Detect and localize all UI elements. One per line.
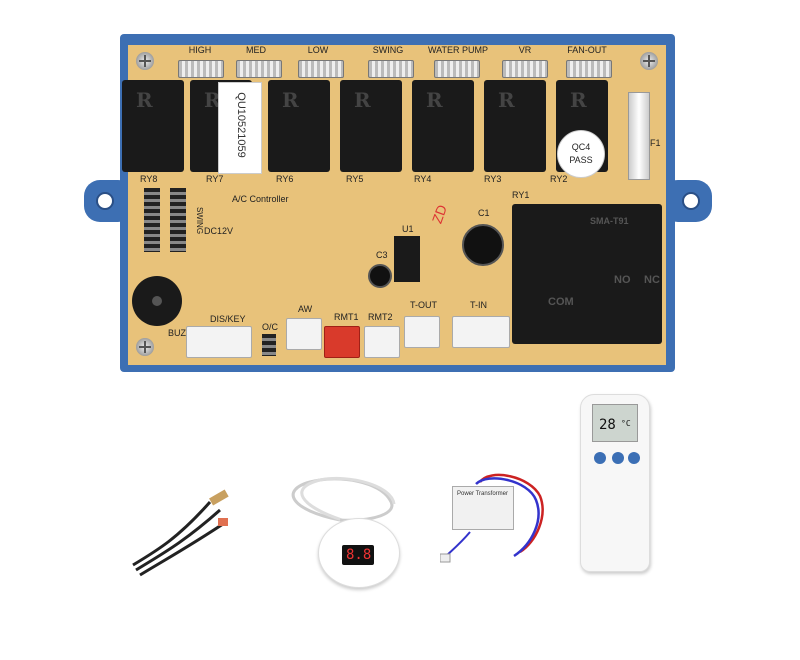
- relay-label: RY8: [140, 174, 158, 184]
- connector-label-t-in: T-IN: [470, 300, 487, 310]
- pin-header: [144, 188, 160, 252]
- terminal-label-low: LOW: [307, 45, 329, 55]
- u1-label: U1: [402, 224, 414, 234]
- spade-terminal: [434, 60, 480, 78]
- dc12v-label: DC12V: [204, 226, 234, 236]
- relay-label: RY2: [550, 174, 568, 184]
- connector-rmt2: [364, 326, 400, 358]
- main-relay: SMA-T91 NO NC COM: [512, 204, 662, 344]
- voltage-regulator: [394, 236, 420, 282]
- remote-down-button: [628, 452, 640, 464]
- connector-label-oc: O/C: [262, 322, 279, 332]
- connector-label-aw: AW: [298, 304, 313, 314]
- spade-terminal: [368, 60, 414, 78]
- remote-up-button: [612, 452, 624, 464]
- display-panel: [318, 518, 400, 588]
- spade-terminal: [236, 60, 282, 78]
- remote-screen: 28 °C: [592, 404, 638, 442]
- connector-label-rmt1: RMT1: [334, 312, 359, 322]
- terminal-label-med: MED: [246, 45, 266, 55]
- buzzer-label: BUZ: [168, 328, 186, 338]
- fuse: [628, 92, 650, 180]
- capacitor-c1: [462, 224, 504, 266]
- pin-header: [170, 188, 186, 252]
- connector-label-dis-key: DIS/KEY: [210, 314, 246, 324]
- temperature-sensor-probe: [132, 489, 229, 577]
- buzzer: [132, 276, 182, 326]
- relay-label: RY5: [346, 174, 364, 184]
- connector-label-t-out: T-OUT: [410, 300, 437, 310]
- display-screen: 8.8: [342, 545, 374, 565]
- power-transformer: [440, 473, 544, 563]
- board-title: A/C Controller: [232, 194, 289, 204]
- terminal-label-high: HIGH: [188, 45, 212, 55]
- transformer-label: Power Transformer: [452, 486, 514, 530]
- remote-power-button: [594, 452, 606, 464]
- relay-ry4: R: [412, 80, 474, 172]
- connector-t-out: [404, 316, 440, 348]
- screw-icon: [136, 52, 154, 70]
- connector-aw: [286, 318, 322, 350]
- relay-ry3: R: [484, 80, 546, 172]
- pass-text: PASS: [569, 155, 593, 165]
- com-label: COM: [548, 296, 574, 308]
- display-digits: 8.8: [346, 547, 372, 563]
- no-label: NO: [614, 274, 631, 286]
- transformer-title: Power Transformer: [457, 491, 509, 497]
- relay-label: RY3: [484, 174, 502, 184]
- screw-icon: [136, 338, 154, 356]
- spade-terminal: [566, 60, 612, 78]
- terminal-label-fan-out: FAN-OUT: [567, 45, 607, 55]
- spade-terminal: [178, 60, 224, 78]
- swing-label: SWING: [195, 206, 205, 235]
- relay-label: RY1: [512, 190, 530, 200]
- connector-t-in: [452, 316, 510, 348]
- c1-label: C1: [478, 208, 490, 218]
- fuse-label: F1: [650, 138, 661, 148]
- c3-label: C3: [376, 250, 388, 260]
- qc-text: QC4: [571, 142, 591, 152]
- connector-rmt1: [324, 326, 360, 358]
- pin-header-oc: [262, 334, 276, 356]
- relay-label: RY4: [414, 174, 432, 184]
- relay-ry6: R: [268, 80, 330, 172]
- relay-ry5: R: [340, 80, 402, 172]
- spade-terminal: [298, 60, 344, 78]
- terminal-label-water-pump: WATER PUMP: [428, 45, 488, 55]
- serial-number: QU10521059: [235, 92, 247, 158]
- relay-ry8: R: [122, 80, 184, 172]
- relay-label: RY6: [276, 174, 294, 184]
- remote-temperature: 28: [599, 417, 616, 433]
- serial-sticker: QU10521059: [218, 82, 262, 174]
- main-relay-model: SMA-T91: [590, 216, 629, 226]
- screw-icon: [640, 52, 658, 70]
- nc-label: NC: [644, 274, 660, 286]
- spade-terminal: [502, 60, 548, 78]
- capacitor-c3: [368, 264, 392, 288]
- connector-dis-key: [186, 326, 252, 358]
- connector-label-rmt2: RMT2: [368, 312, 393, 322]
- qc-pass-sticker: QC4 PASS: [557, 130, 605, 178]
- remote-unit: °C: [621, 419, 631, 428]
- terminal-label-swing: SWING: [372, 45, 404, 55]
- terminal-label-vr: VR: [518, 45, 532, 55]
- relay-label: RY7: [206, 174, 224, 184]
